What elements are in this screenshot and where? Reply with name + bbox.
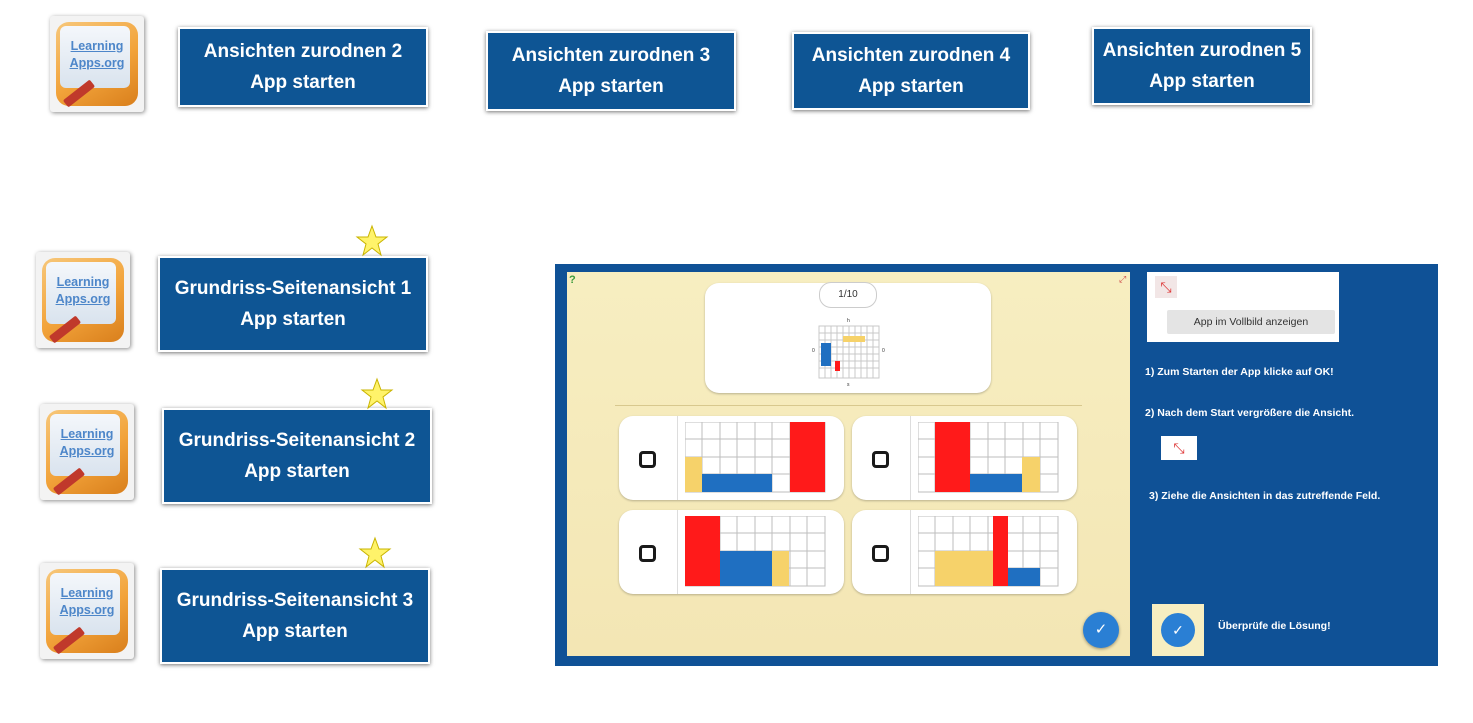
checkbox-icon[interactable] — [639, 451, 656, 468]
answer-card[interactable] — [852, 416, 1077, 500]
grundriss-2-button[interactable]: Grundriss-Seitenansicht 2 App starten — [162, 408, 432, 504]
ansichten-5-button[interactable]: Ansichten zurodnen 5 App starten — [1092, 27, 1312, 105]
side-view — [918, 422, 1059, 493]
card-separator — [677, 416, 678, 500]
card-separator — [677, 510, 678, 594]
instruction-step-1: 1) Zum Starten der App klicke auf OK! — [1145, 366, 1334, 378]
divider — [615, 405, 1082, 406]
counter-badge: 1/10 — [819, 282, 877, 308]
fullscreen-icon[interactable]: ⤢ — [1119, 274, 1127, 284]
label-left: 0 — [812, 348, 815, 354]
grundriss-1-button[interactable]: Grundriss-Seitenansicht 1 App starten — [158, 256, 428, 352]
answer-card[interactable] — [619, 416, 844, 500]
button-title: Ansichten zurodnen 4 — [811, 45, 1011, 66]
check-example-box: ✓ — [1152, 604, 1204, 656]
button-subtitle: App starten — [244, 461, 350, 482]
label-top: h — [847, 318, 850, 324]
card-separator — [910, 416, 911, 500]
help-icon[interactable]: ? — [569, 274, 576, 286]
checkbox-icon[interactable] — [872, 451, 889, 468]
button-subtitle: App starten — [240, 309, 346, 330]
instruction-step-3: 3) Ziehe die Ansichten in das zutreffend… — [1149, 490, 1381, 502]
fullscreen-box[interactable]: ⤡ App im Vollbild anzeigen — [1147, 272, 1339, 342]
app-stage: ? ⤢ 1/10 h 0 0 s — [567, 272, 1130, 656]
star-icon — [355, 224, 389, 257]
check-solution-icon: ✓ — [1161, 613, 1195, 647]
question-card: 1/10 h 0 0 s — [705, 282, 991, 393]
app-preview[interactable]: ? ⤢ 1/10 h 0 0 s — [555, 264, 1438, 666]
side-view — [918, 516, 1059, 587]
instruction-step-2: 2) Nach dem Start vergrößere die Ansicht… — [1145, 407, 1355, 419]
button-title: Grundriss-Seitenansicht 1 — [174, 278, 412, 299]
button-title: Ansichten zurodnen 3 — [511, 45, 711, 66]
label-bottom: s — [847, 382, 850, 388]
button-subtitle: App starten — [250, 72, 356, 93]
floor-plan: h 0 0 s — [812, 318, 885, 388]
button-title: Ansichten zurodnen 2 — [203, 41, 403, 62]
star-icon — [358, 536, 392, 569]
check-solution-icon[interactable]: ✓ — [1083, 612, 1119, 648]
card-separator — [910, 510, 911, 594]
label-right: 0 — [882, 348, 885, 354]
side-view — [685, 516, 826, 587]
button-subtitle: App starten — [1149, 71, 1255, 92]
button-title: Ansichten zurodnen 5 — [1102, 40, 1302, 61]
button-title: Grundriss-Seitenansicht 3 — [176, 590, 414, 611]
logo-paper — [60, 26, 130, 88]
star-icon — [360, 377, 394, 410]
button-title: Grundriss-Seitenansicht 2 — [178, 430, 416, 451]
fullscreen-icon: ⤡ — [1161, 436, 1197, 460]
answer-card[interactable] — [619, 510, 844, 594]
ansichten-3-button[interactable]: Ansichten zurodnen 3 App starten — [486, 31, 736, 111]
grundriss-3-button[interactable]: Grundriss-Seitenansicht 3 App starten — [160, 568, 430, 664]
ansichten-2-button[interactable]: Ansichten zurodnen 2 App starten — [178, 27, 428, 107]
button-subtitle: App starten — [558, 76, 664, 97]
checkbox-icon[interactable] — [639, 545, 656, 562]
button-subtitle: App starten — [242, 621, 348, 642]
ansichten-4-button[interactable]: Ansichten zurodnen 4 App starten — [792, 32, 1030, 110]
checkbox-icon[interactable] — [872, 545, 889, 562]
button-subtitle: App starten — [858, 76, 964, 97]
tooltip: App im Vollbild anzeigen — [1167, 310, 1335, 334]
answer-card[interactable] — [852, 510, 1077, 594]
side-view — [685, 422, 826, 493]
fullscreen-icon[interactable]: ⤡ — [1155, 276, 1177, 298]
check-label: Überprüfe die Lösung! — [1218, 620, 1331, 632]
